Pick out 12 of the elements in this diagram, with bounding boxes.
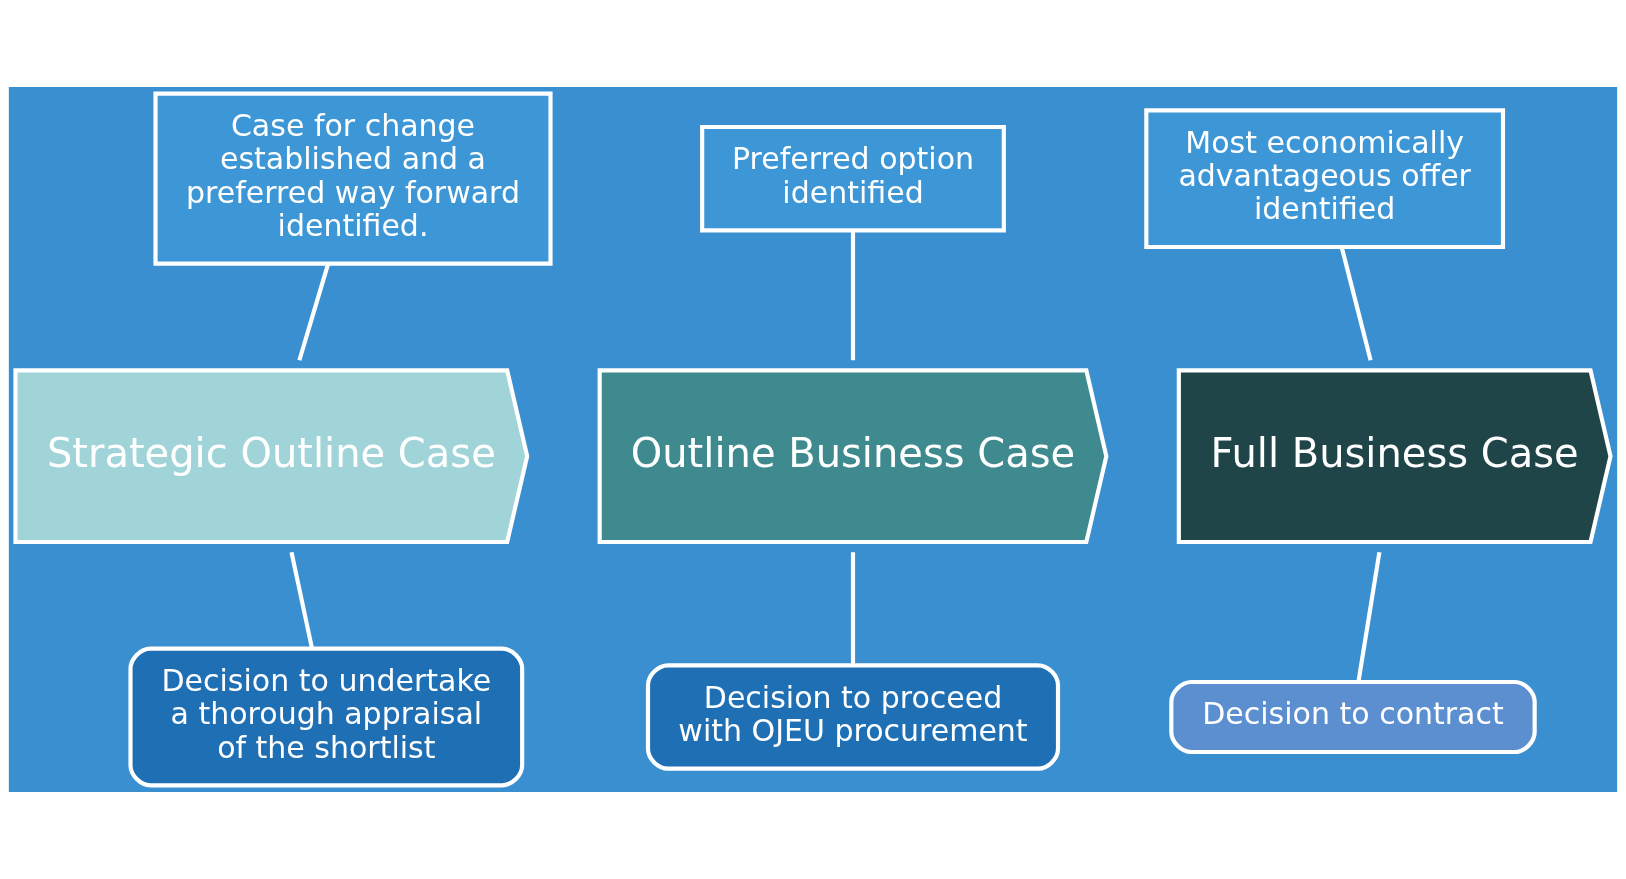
connector [297, 263, 331, 361]
node-box: Preferred option identified [700, 124, 1006, 233]
connector [850, 552, 856, 665]
connector [1339, 246, 1373, 361]
node-box: Decision to undertake a thorough appraisal of the shortlist [128, 646, 525, 788]
connector [850, 230, 856, 361]
connector [289, 551, 315, 649]
node-box: Decision to proceed with OJEU procurement [645, 663, 1061, 771]
node-box: Decision to contract [1169, 679, 1537, 755]
node-box: Most economically advantageous offer identified [1144, 108, 1506, 250]
connector [1356, 551, 1382, 683]
node-box: Case for change established and a preferred way forward identified. [153, 91, 553, 266]
